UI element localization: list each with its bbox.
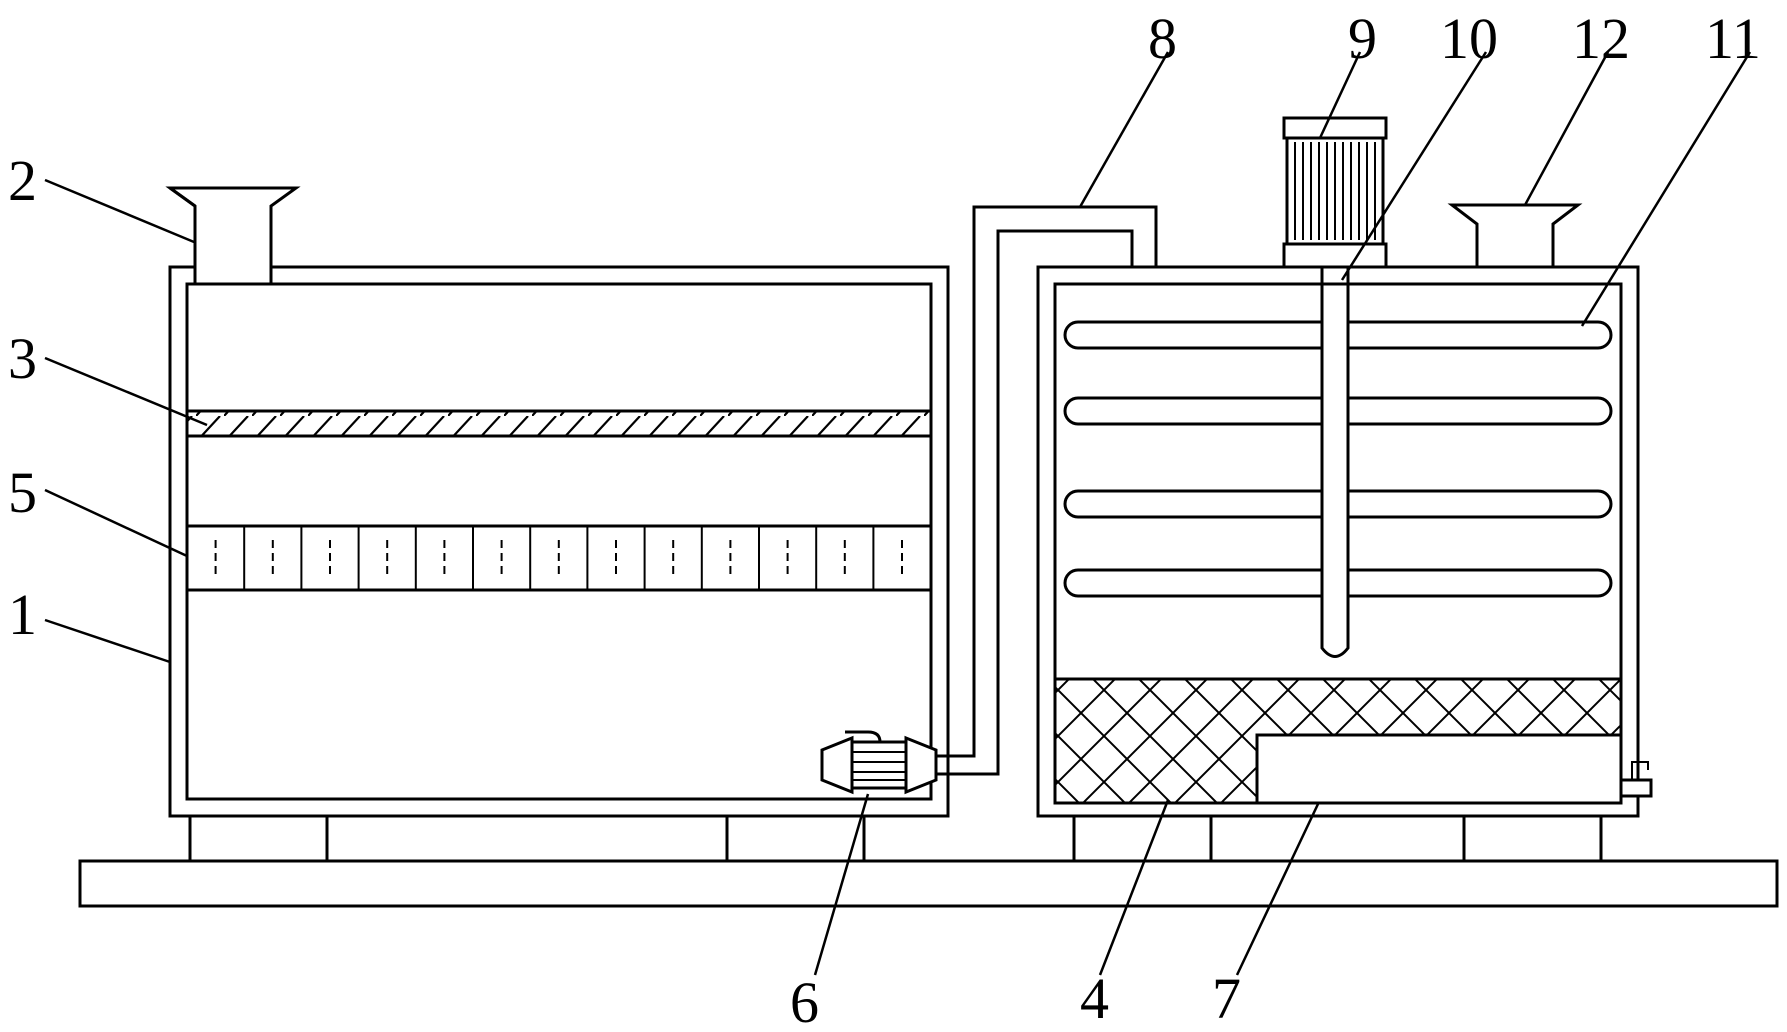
outlet-box [1255, 733, 1623, 805]
base-plate [78, 859, 1779, 908]
pump [820, 730, 950, 795]
label-6: 6 [790, 970, 819, 1032]
leader-lines [44, 51, 1752, 976]
label-9: 9 [1348, 6, 1377, 71]
comb-filter [185, 524, 933, 592]
slanted-screen [185, 409, 933, 438]
label-2: 2 [8, 148, 37, 213]
motor [1282, 116, 1388, 269]
label-1: 1 [8, 582, 37, 647]
label-11: 11 [1705, 6, 1761, 71]
left-inlet-hopper [165, 186, 301, 286]
right-inlet-hopper [1447, 203, 1583, 269]
label-5: 5 [8, 460, 37, 525]
drain-valve [1619, 761, 1653, 798]
label-3: 3 [8, 326, 37, 391]
label-4: 4 [1080, 966, 1109, 1031]
support-feet [188, 814, 1603, 863]
stir-shaft [1320, 265, 1350, 658]
label-8: 8 [1148, 6, 1177, 71]
label-12: 12 [1572, 6, 1630, 71]
label-7: 7 [1212, 966, 1241, 1031]
label-10: 10 [1440, 6, 1498, 71]
callout-labels: 1 2 3 4 5 6 7 8 9 10 11 12 [8, 6, 1761, 1032]
connecting-pipe [948, 205, 1158, 776]
